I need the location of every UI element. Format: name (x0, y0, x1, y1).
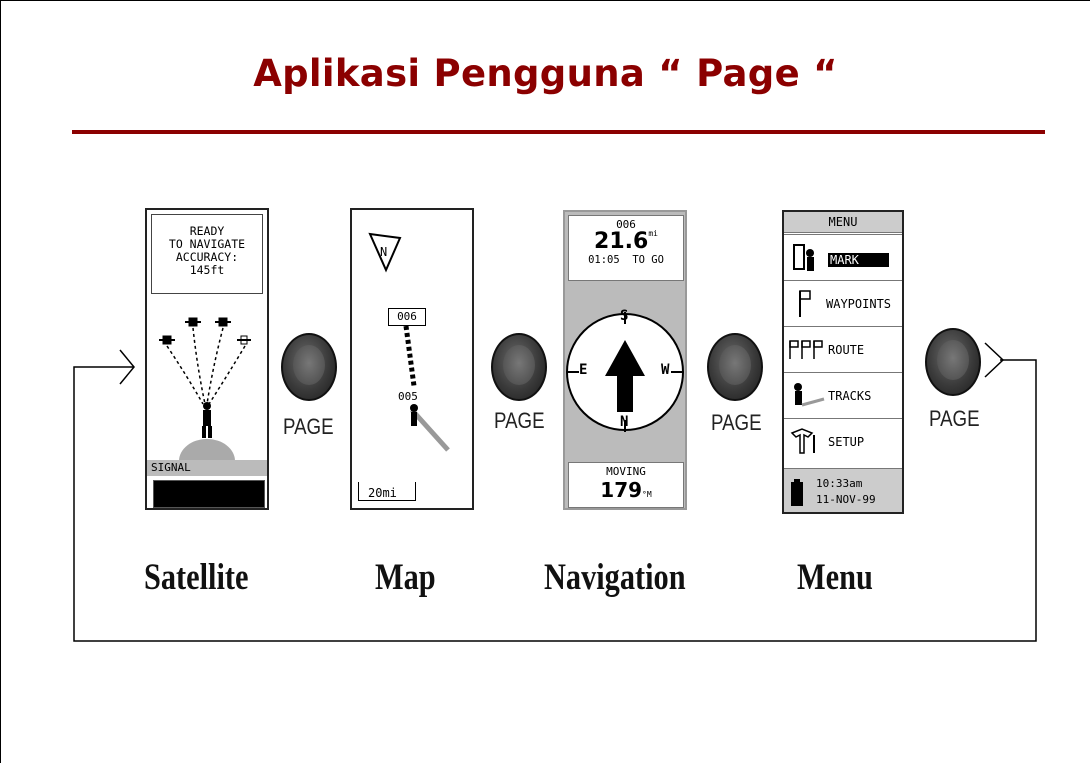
compass-icon (566, 312, 684, 432)
page-button-label: PAGE (711, 410, 762, 435)
map-screen: N 006 005 20mi (350, 208, 474, 510)
menu-time: 10:33am (816, 477, 863, 490)
page-button-label: PAGE (494, 408, 545, 433)
menu-item-label: WAYPOINTS (826, 297, 892, 311)
flag-icon (799, 290, 811, 317)
status-line: ACCURACY: (175, 250, 239, 264)
slide-title: Aplikasi Pengguna “ Page “ (253, 52, 838, 95)
page-button[interactable] (707, 333, 763, 401)
menu-footer: 10:33am 11-NOV-99 (784, 468, 902, 512)
nav-waypoint: 006 (616, 218, 636, 231)
nav-distance: 21.6 (594, 229, 649, 254)
status-line: TO NAVIGATE (168, 237, 246, 251)
menu-header: MENU (784, 212, 902, 233)
mark-icon (793, 244, 814, 271)
menu-item-mark[interactable]: MARK (784, 234, 902, 281)
status-line: 145ft (189, 263, 225, 277)
caption-map: Map (375, 557, 436, 598)
nav-heading-unit: °M (642, 490, 652, 499)
compass-s: S (620, 308, 629, 324)
menu-screen: MENU MARK WAYPOINTS ROUTE TRACKS (782, 210, 904, 514)
menu-item-waypoints[interactable]: WAYPOINTS (784, 280, 902, 327)
title-rule (72, 130, 1045, 134)
nav-status: MOVING (606, 465, 646, 478)
navigation-screen: 006 21.6mi 01:05 TO GO S N E W MOVING 17… (563, 210, 687, 510)
status-line: READY (189, 224, 225, 238)
setup-tools-icon (790, 428, 815, 454)
nav-bottom-box: MOVING 179°M (568, 462, 684, 508)
waypoint-label-top: 006 (388, 308, 426, 326)
menu-item-route[interactable]: ROUTE (784, 326, 902, 373)
page-button[interactable] (491, 333, 547, 401)
route-icon (789, 340, 823, 359)
page-button-label: PAGE (929, 406, 980, 431)
menu-item-label: MARK (828, 253, 889, 267)
tracks-icon (794, 383, 825, 407)
route-track (403, 325, 450, 452)
page-button[interactable] (281, 333, 337, 401)
waypoint-label-bottom: 005 (398, 390, 418, 403)
signal-label: SIGNAL (151, 461, 191, 474)
nav-distance-unit: mi (648, 229, 658, 238)
menu-item-tracks[interactable]: TRACKS (784, 372, 902, 419)
menu-item-label: ROUTE (828, 343, 865, 357)
map-scale (358, 482, 416, 501)
menu-item-label: TRACKS (828, 389, 872, 403)
nav-heading: 179 (600, 478, 643, 502)
signal-strength-box (153, 480, 265, 508)
nav-time-to-go: 01:05 TO GO (588, 254, 664, 266)
svg-text:N: N (380, 245, 387, 259)
satellite-sky-icon (159, 317, 251, 466)
map-scale-label: 20mi (368, 486, 397, 500)
compass-n: N (620, 414, 629, 430)
satellite-status-box: READY TO NAVIGATE ACCURACY: 145ft (151, 214, 263, 294)
page-button-label: PAGE (283, 414, 334, 439)
caption-satellite: Satellite (144, 557, 249, 598)
compass-w: W (661, 362, 670, 378)
battery-icon (791, 479, 803, 506)
menu-item-label: SETUP (828, 435, 865, 449)
satellite-screen: READY TO NAVIGATE ACCURACY: 145ft SIGNAL (145, 208, 269, 510)
nav-top-box: 006 21.6mi 01:05 TO GO (568, 215, 684, 281)
menu-item-setup[interactable]: SETUP (784, 418, 902, 465)
caption-menu: Menu (797, 557, 873, 598)
caption-navigation: Navigation (544, 557, 686, 598)
menu-date: 11-NOV-99 (816, 493, 876, 506)
compass-e: E (579, 362, 588, 378)
page-button[interactable] (925, 328, 981, 396)
signal-bar (147, 460, 267, 476)
north-arrow-icon: N (368, 232, 402, 273)
